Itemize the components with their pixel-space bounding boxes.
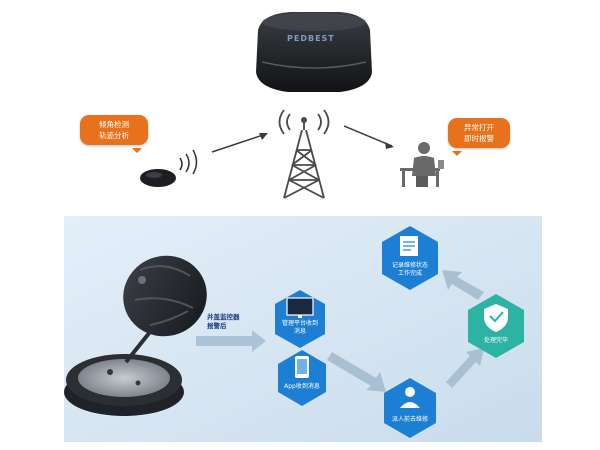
platform-label-line: 消息	[293, 328, 306, 335]
alarm-label: 井盖监控器 报警后	[207, 313, 240, 331]
sensor-device	[256, 12, 372, 92]
cell-tower-icon	[278, 109, 330, 199]
callout-line: 异常打开	[464, 123, 494, 132]
record-label: 记录维修状态 工作完成	[384, 262, 436, 278]
callout-line: 倾角检测	[99, 120, 129, 129]
callout-line: 即时报警	[464, 134, 494, 143]
document-icon	[400, 236, 418, 256]
platform-label-line: 管理平台收到	[281, 320, 318, 327]
monitor-icon	[286, 297, 314, 316]
arrow-to-workstation	[343, 125, 393, 147]
person-icon	[400, 387, 420, 408]
platform-label: 管理平台收到 消息	[276, 320, 324, 336]
alarm-arrow	[196, 330, 266, 352]
app-label: App收到消息	[284, 383, 320, 390]
alarm-label-line: 井盖监控器	[207, 313, 240, 321]
arrow-to-dispatch	[327, 352, 386, 392]
shield-check-icon	[484, 304, 508, 332]
disc-sensor	[140, 169, 176, 187]
arrow-to-process	[446, 348, 484, 388]
arrow-to-record	[442, 270, 484, 300]
arrow-to-tower	[211, 133, 267, 153]
record-label-line: 记录维修状态	[391, 262, 428, 269]
tilt-detection-callout: 倾角检测 轨迹分析	[80, 115, 148, 153]
record-hex	[382, 226, 438, 290]
record-label-line: 工作完成	[397, 270, 422, 277]
abnormal-open-callout: 异常打开 即时报警	[448, 118, 510, 156]
callout-line: 轨迹分析	[99, 131, 129, 140]
process-label: 处理完毕	[483, 337, 508, 344]
brand-logo: PEDBEST	[287, 34, 335, 43]
workstation-icon	[400, 142, 444, 187]
alarm-label-line: 报警后	[207, 322, 227, 330]
wireless-signal-icon	[179, 149, 198, 175]
dispatch-label: 派人前去维修	[391, 416, 428, 423]
manhole-cover	[64, 255, 207, 416]
